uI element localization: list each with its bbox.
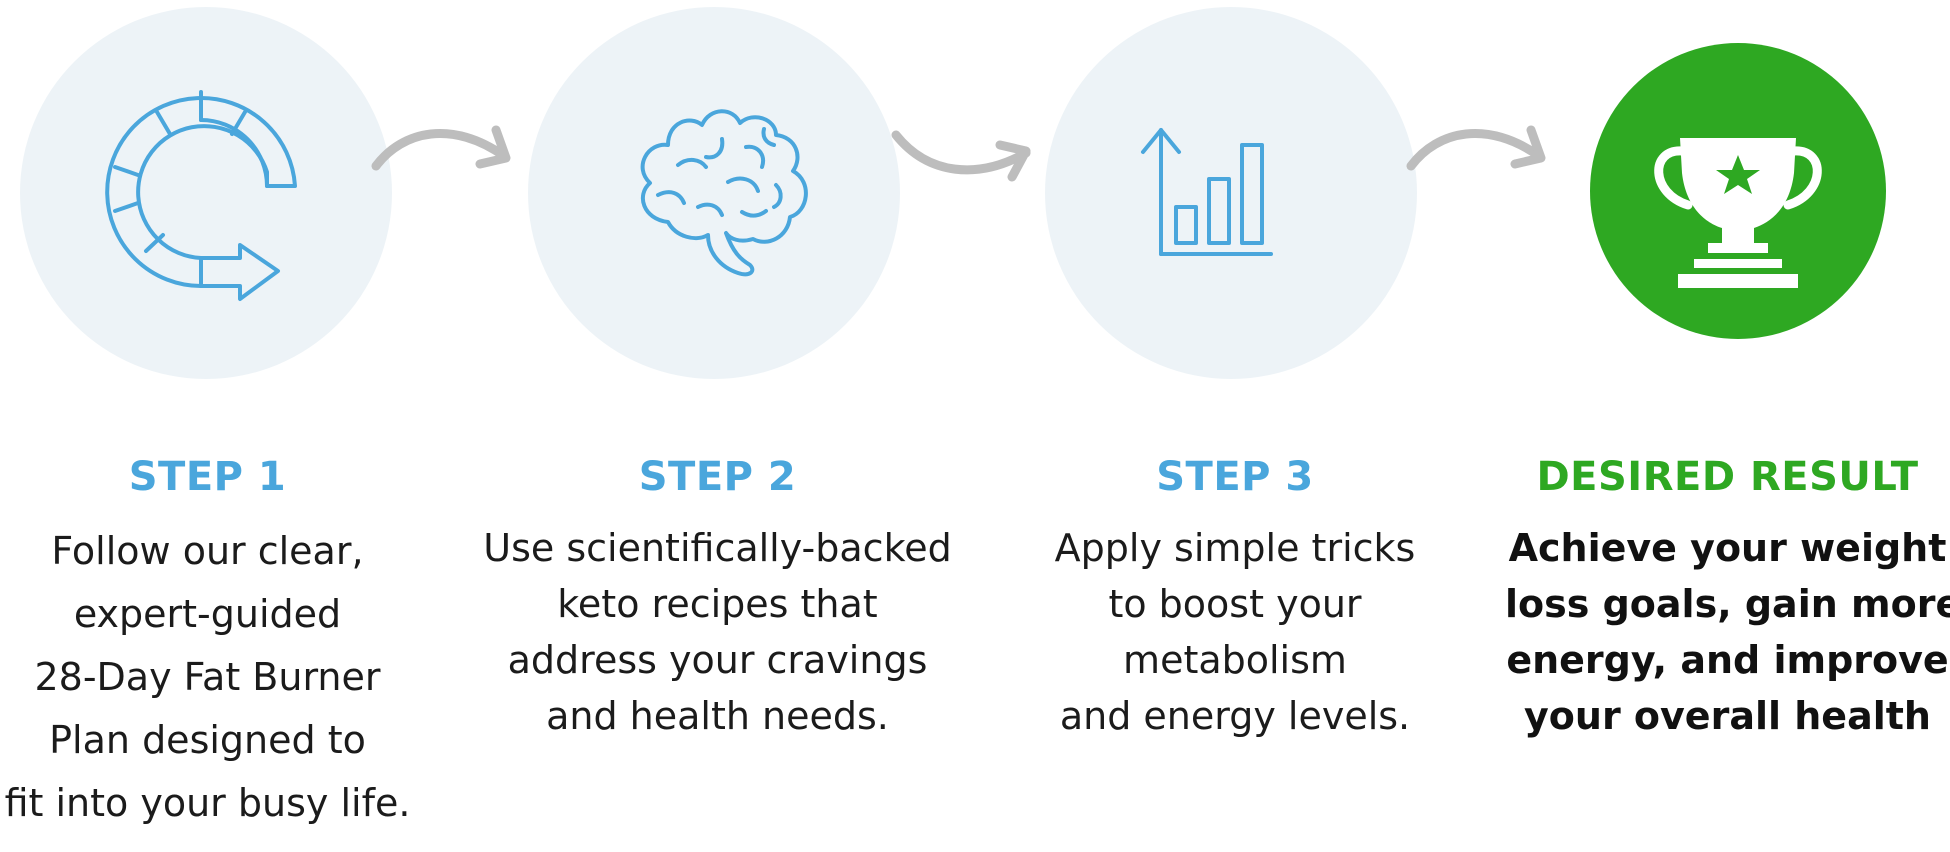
step-1-description: Follow our clear, expert-guided 28-Day F… xyxy=(0,520,415,835)
description-line: expert-guided xyxy=(73,592,342,636)
step-3-title: STEP 3 xyxy=(1156,454,1314,500)
result-circle xyxy=(1590,43,1886,339)
result-title: DESIRED RESULT xyxy=(1536,454,1919,500)
step-2-description: Use scientifically-backed keto recipes t… xyxy=(445,520,990,744)
description-line: fit into your busy life. xyxy=(4,781,411,825)
result-description: Achieve your weight loss goals, gain mor… xyxy=(1505,520,1950,744)
description-line: loss goals, gain more xyxy=(1505,582,1950,626)
description-line: and energy levels. xyxy=(1059,694,1411,738)
arrow-2-to-3 xyxy=(891,130,1031,182)
description-line: keto recipes that xyxy=(557,582,878,626)
description-line: Achieve your weight xyxy=(1508,526,1947,570)
trophy-icon xyxy=(1654,138,1822,288)
description-line: 28-Day Fat Burner xyxy=(34,655,381,699)
description-line: your overall health xyxy=(1524,694,1931,738)
description-line: Follow our clear, xyxy=(51,529,364,573)
description-line: and health needs. xyxy=(546,694,889,738)
description-line: energy, and improve xyxy=(1506,638,1949,682)
brain-icon xyxy=(640,109,808,277)
step-1-circle xyxy=(20,7,392,379)
description-line: Plan designed to xyxy=(49,718,366,762)
step-2-circle xyxy=(528,7,900,379)
description-line: address your cravings xyxy=(507,638,928,682)
description-line: Use scientifically-backed xyxy=(483,526,952,570)
step-3-circle xyxy=(1045,7,1417,379)
bar-chart-icon xyxy=(1141,128,1273,256)
arrow-3-to-result xyxy=(1406,125,1546,171)
step-2-title: STEP 2 xyxy=(638,454,797,500)
step-1-title: STEP 1 xyxy=(128,454,287,500)
description-line: Apply simple tricks xyxy=(1054,526,1416,570)
circular-arrow-icon xyxy=(105,90,297,301)
step-3-description: Apply simple tricks to boost your metabo… xyxy=(1020,520,1450,744)
description-line: metabolism xyxy=(1123,638,1347,682)
description-line: to boost your xyxy=(1108,582,1362,626)
arrow-1-to-2 xyxy=(371,125,511,171)
